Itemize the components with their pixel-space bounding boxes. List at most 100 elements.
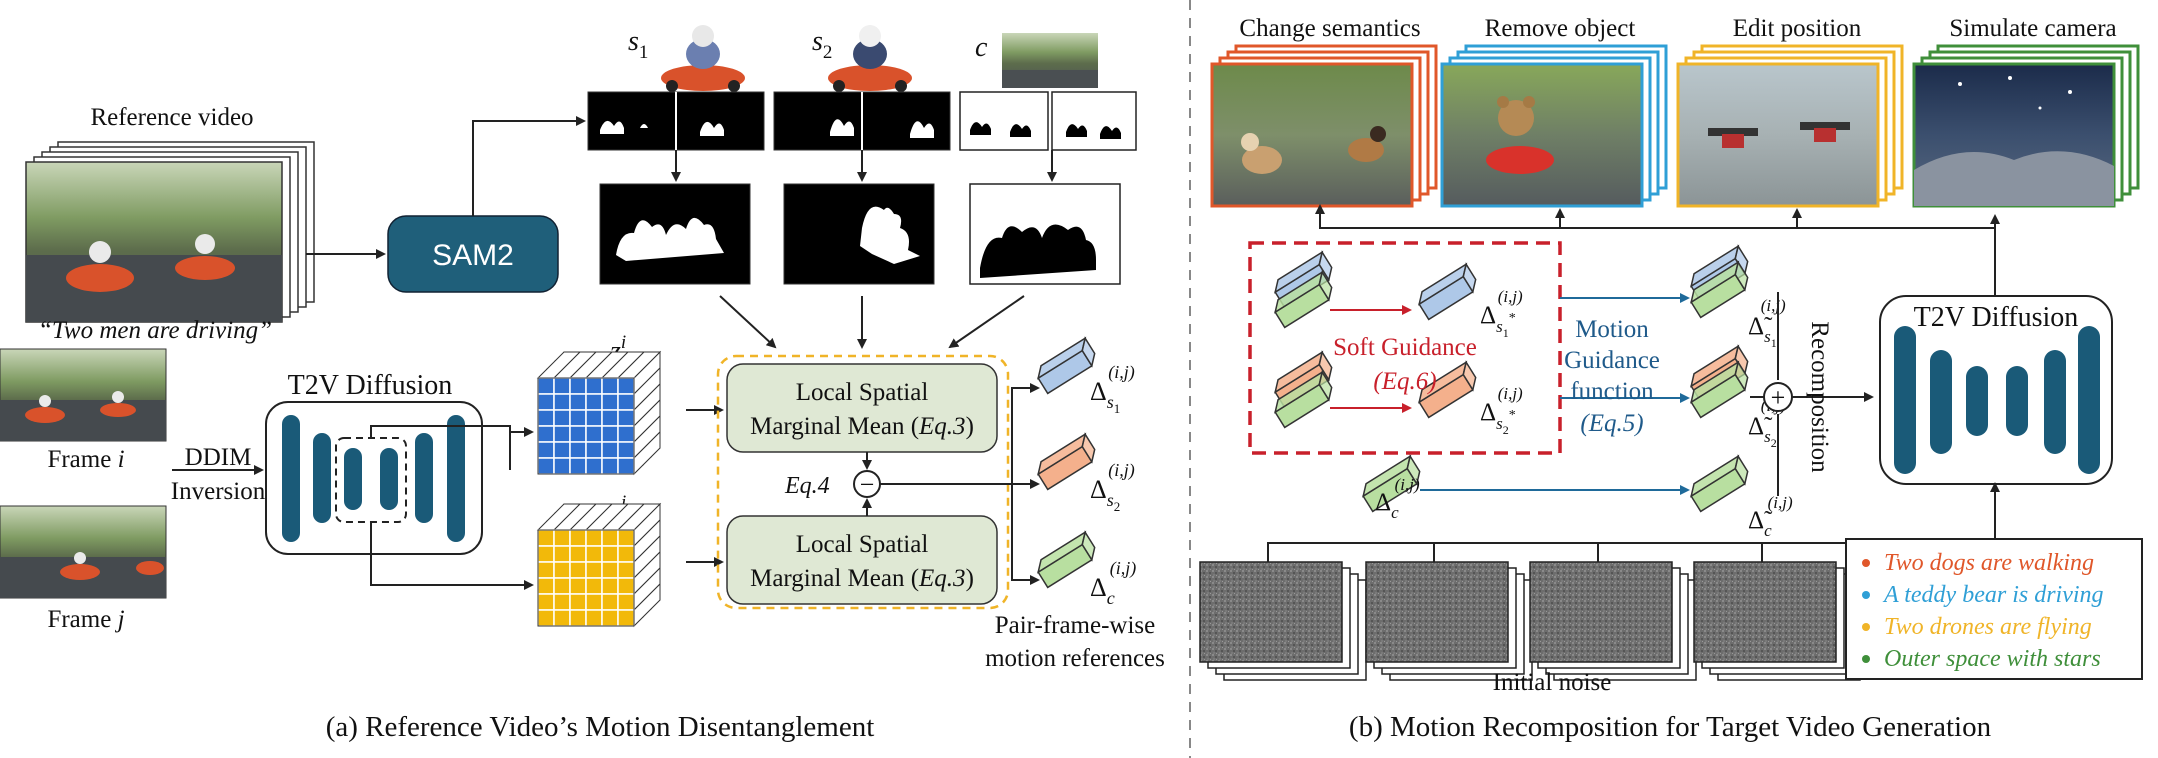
delta-s2-star-token <box>1418 360 1477 419</box>
delta-s1-star-prism-shape <box>1418 262 1477 321</box>
s2-kart-image <box>828 25 912 92</box>
tilde-c-prism <box>1690 454 1749 513</box>
t2v-unet-a <box>265 401 483 555</box>
noise-stack-2 <box>1365 561 1533 681</box>
c-background-image <box>1002 33 1098 88</box>
delta-c-input-prism <box>1362 454 1421 513</box>
noise-to-t2v-arrow <box>1267 482 2000 562</box>
zj-latent-cube <box>536 502 662 628</box>
soft-guidance-label: Soft Guidance <box>1333 334 1477 361</box>
reference-video-stack <box>25 141 315 323</box>
c-label: c <box>975 32 988 63</box>
lsmm-dashed-container <box>716 354 1010 610</box>
reference-video-frame-image <box>25 161 283 323</box>
delta-s1-prism-shape <box>1037 336 1096 395</box>
s1-kart-image <box>661 25 745 92</box>
tilde-s1-prism-front-shape <box>1690 260 1749 319</box>
prompt-text: Outer space with stars <box>1884 646 2101 672</box>
s2-frame-masks <box>773 91 951 151</box>
frame-j-label: Frame j <box>47 606 124 633</box>
panel-b: Change semantics Remove object Edit posi… <box>1199 15 2143 743</box>
panel-a: Reference video “Two men are driving” <box>0 25 1165 743</box>
t2v-diffusion-label-a: T2V Diffusion <box>288 370 453 401</box>
s1-aggregated-mask <box>599 183 751 285</box>
t2v-unet-b <box>1879 295 2113 485</box>
s2-aggregated-mask <box>783 183 935 285</box>
to-delta-s1-arrow <box>1011 383 1040 484</box>
delta-s2-prism <box>1037 432 1096 491</box>
ddim-label-line1: DDIM <box>185 444 252 471</box>
delta-s2-prism-shape <box>1037 432 1096 491</box>
delta-s2-token <box>1037 432 1096 491</box>
motion-guidance-line3: function <box>1570 378 1654 405</box>
delta-s1-token <box>1037 336 1096 395</box>
prompt-text: Two dogs are walking <box>1884 550 2094 576</box>
task-label-change-semantics: Change semantics <box>1239 15 1420 42</box>
delta-s2-star-prism <box>1418 360 1477 419</box>
delta-s1-star-token <box>1418 262 1477 321</box>
delta-c-token-input <box>1362 454 1421 513</box>
prompt-item: A teddy bear is driving <box>1862 582 2104 608</box>
noise-stack-1 <box>1199 561 1367 681</box>
delta-tilde-c-label: Δ̃c(i,j) <box>1748 493 1793 540</box>
noise-stack-3 <box>1529 561 1697 681</box>
delta-tilde-s1-token <box>1690 244 1749 319</box>
sam2-box: SAM2 <box>387 215 559 293</box>
soft-guidance-input-tokens-bottom <box>1274 350 1333 429</box>
prompt-legend: Two dogs are walking A teddy bear is driv… <box>1845 538 2143 680</box>
delta-s1-star-prism <box>1418 262 1477 321</box>
delta-c-prism-shape <box>1037 530 1096 589</box>
plus-symbol: + <box>1771 383 1786 412</box>
lsmm-bottom-line2: Marginal Mean (Eq.3) <box>750 565 974 592</box>
prompt-item: Two dogs are walking <box>1862 550 2094 576</box>
initial-noise-label: Initial noise <box>1493 669 1612 696</box>
to-semantics-arrow <box>1315 204 1995 229</box>
caption-a: (a) Reference Video’s Motion Disentangle… <box>326 711 875 743</box>
delta-s2-star-prism-shape <box>1418 360 1477 419</box>
tilde-s2-prism-front <box>1690 360 1749 419</box>
motion-guidance-line1: Motion <box>1575 316 1649 343</box>
delta-s2-star-label: Δs2*(i,j) <box>1480 384 1523 437</box>
output-stack-simulate-camera <box>1912 44 2140 208</box>
frame-i-label: Frame i <box>47 446 124 473</box>
sam2-label: SAM2 <box>432 239 514 272</box>
prompt-text: A teddy bear is driving <box>1882 582 2104 608</box>
unet-to-zj-arrow <box>370 522 534 590</box>
initial-noise-stacks <box>1199 561 1861 681</box>
sam2-to-masks-arrow <box>472 116 586 216</box>
unet-to-zi-arrow <box>509 427 534 470</box>
s2-label: s2 <box>812 26 832 63</box>
s1-label: s1 <box>628 26 648 63</box>
delta-s1-star-label: Δs1*(i,j) <box>1480 287 1523 340</box>
delta-c-prism <box>1037 530 1096 589</box>
lsmm-bottom-line1: Local Spatial <box>796 531 929 558</box>
soft-guidance-eq: (Eq.6) <box>1373 368 1436 395</box>
t2v-diffusion-label-b: T2V Diffusion <box>1914 302 2079 333</box>
prompt-text: Two drones are flying <box>1884 614 2092 640</box>
tilde-s2-prism-front-shape <box>1690 360 1749 419</box>
caption-b: (b) Motion Recomposition for Target Vide… <box>1349 711 1992 743</box>
input-green-prism-top-shape <box>1274 270 1333 329</box>
ddim-label-line2: Inversion <box>171 478 266 505</box>
delta-c-input-prism-shape <box>1362 454 1421 513</box>
prompt-text: “Two men are driving” <box>38 317 272 344</box>
to-delta-c-arrow <box>1011 484 1040 585</box>
delta-tilde-c-token <box>1690 454 1749 513</box>
task-label-simulate-camera: Simulate camera <box>1949 15 2116 42</box>
tilde-c-prism-shape <box>1690 454 1749 513</box>
motion-guidance-eq: (Eq.5) <box>1580 410 1643 437</box>
delta-s1-prism <box>1037 336 1096 395</box>
output-stack-edit-position <box>1676 44 1904 208</box>
soft-guidance-dashed-box <box>1248 241 1562 455</box>
soft-guidance-input-tokens-top <box>1274 250 1333 329</box>
lsmm-top-line2: Marginal Mean (Eq.3) <box>750 413 974 440</box>
task-label-remove-object: Remove object <box>1485 15 1636 42</box>
delta-c-token <box>1037 530 1096 589</box>
s1-frame-masks <box>587 91 765 151</box>
input-green-prism-bottom-shape <box>1274 370 1333 429</box>
lsmm-top-box: Local Spatial Marginal Mean (Eq.3) <box>726 363 998 453</box>
output-stack-change-semantics <box>1210 44 1438 208</box>
motion-guidance-line2: Guidance <box>1564 347 1660 374</box>
minus-symbol: − <box>860 470 875 499</box>
c-frame-masks <box>959 91 1137 151</box>
